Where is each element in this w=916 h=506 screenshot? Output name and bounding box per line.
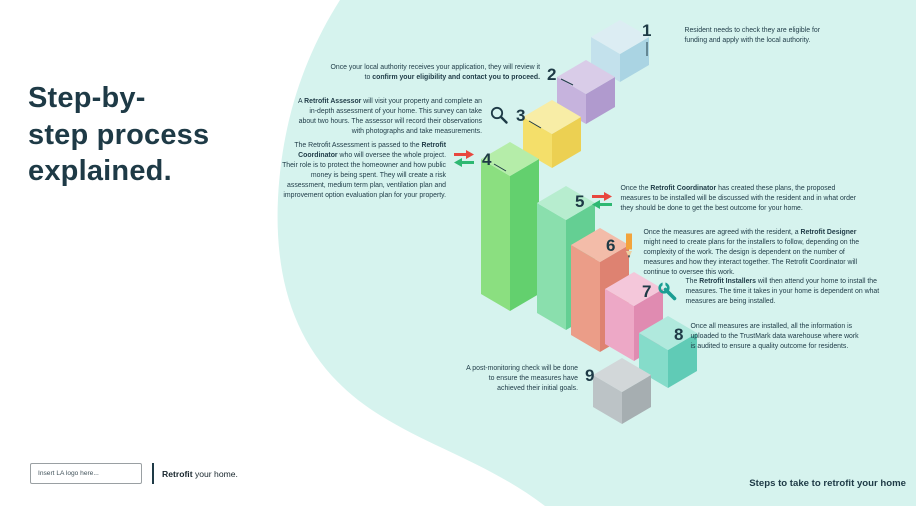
step-4-cube-right	[510, 159, 539, 311]
brand-bold: Retrofit	[162, 469, 193, 479]
step-7-cube-left	[605, 289, 634, 361]
leader-line	[493, 163, 507, 172]
step-number: 4	[482, 150, 492, 169]
step-4-cube-top	[481, 142, 539, 176]
step-block-7: 7 The Retrofit Installers will then atte…	[642, 277, 881, 307]
step-block-6: 6 Once the measures are agreed with the …	[606, 228, 861, 278]
step-number: 2	[547, 65, 557, 84]
step-block-3: A Retrofit Assessor will visit your prop…	[292, 97, 525, 137]
step-description: Once the measures are agreed with the re…	[643, 229, 860, 276]
leader-line	[560, 78, 574, 86]
step-number: 3	[516, 106, 526, 125]
step-4-cube-left	[481, 159, 510, 311]
step-number: 9	[585, 366, 595, 385]
brand-text: Retrofit your home.	[162, 469, 238, 479]
step-block-1: 1 Resident needs to check they are eligi…	[642, 22, 824, 46]
step-6-cube-top	[571, 228, 629, 262]
step-8-cube-top	[639, 316, 697, 350]
step-block-9: A post-monitoring check will be done to …	[460, 364, 594, 394]
step-2-cube-left	[557, 77, 586, 124]
step-number: 6	[606, 236, 616, 255]
step-description: Once the Retrofit Coordinator has create…	[620, 185, 857, 212]
swap-arrows-icon	[591, 191, 613, 210]
brand-rest: your home.	[192, 469, 238, 479]
step-1-cube-top	[591, 20, 649, 54]
wrench-icon	[658, 282, 678, 303]
step-9-cube-top	[593, 358, 651, 392]
step-1-cube-right	[620, 37, 649, 82]
step-description: Resident needs to check they are eligibl…	[684, 27, 821, 44]
step-1-cube-left	[591, 37, 620, 82]
step-description: A Retrofit Assessor will visit your prop…	[298, 98, 482, 135]
la-logo-placeholder: Insert LA logo here...	[30, 463, 142, 484]
pencil-icon	[622, 232, 636, 259]
step-8-cube-right	[668, 333, 697, 388]
step-description: Once your local authority receives your …	[330, 64, 541, 81]
page-title: Step-by- step process explained.	[28, 82, 210, 188]
leader-lines	[493, 42, 648, 172]
step-number: 7	[642, 282, 652, 301]
step-9-cube-right	[622, 375, 651, 424]
step-block-4: The Retrofit Assessment is passed to the…	[281, 141, 491, 201]
step-6-cube-left	[571, 245, 600, 352]
footer-tagline: Steps to take to retrofit your home	[749, 478, 906, 489]
step-block-2: Once your local authority receives your …	[325, 63, 557, 84]
magnifier-icon	[489, 105, 509, 125]
staircase-cubes	[481, 20, 697, 424]
step-number: 5	[575, 192, 585, 211]
step-2-cube-right	[586, 77, 615, 124]
step-9-cube-left	[593, 375, 622, 424]
step-2-cube-top	[557, 60, 615, 94]
leader-line	[528, 120, 542, 129]
step-description: A post-monitoring check will be done to …	[466, 365, 578, 392]
step-7-cube-top	[605, 272, 663, 306]
step-block-5: 5 Once the Retrofit Coordinator has crea…	[575, 184, 862, 214]
step-number: 8	[674, 325, 684, 344]
swap-arrows-icon	[453, 149, 475, 168]
step-description: The Retrofit Assessment is passed to the…	[282, 142, 446, 199]
step-5-cube-top	[537, 186, 595, 220]
brand-divider	[152, 463, 154, 484]
step-number: 1	[642, 21, 652, 40]
step-5-cube-left	[537, 203, 566, 330]
step-description: The Retrofit Installers will then attend…	[685, 278, 880, 305]
step-block-8: 8 Once all measures are installed, all t…	[674, 322, 860, 352]
step-description: Once all measures are installed, all the…	[690, 323, 859, 350]
